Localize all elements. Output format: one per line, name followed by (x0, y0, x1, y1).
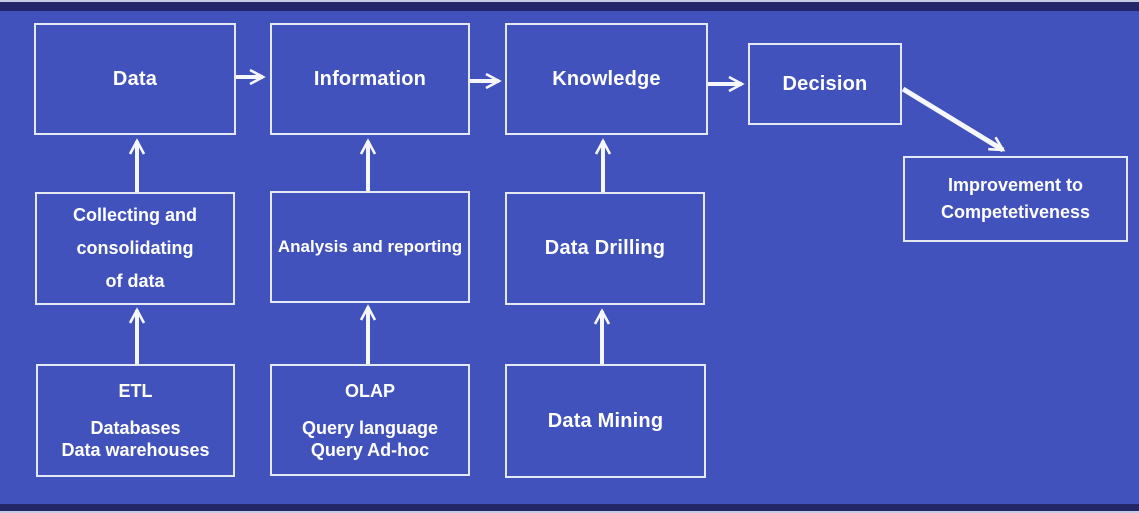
node-olap-line1: OLAP (344, 380, 395, 401)
node-etl-line1: ETL (118, 381, 153, 401)
node-information: Information (270, 23, 470, 135)
node-decision-label: Decision (782, 72, 868, 95)
node-improvement: Improvement to Competetiveness (903, 156, 1128, 242)
node-drilling: Data Drilling (505, 192, 705, 305)
node-data: Data (34, 23, 236, 135)
node-collecting-line2: consolidating (76, 238, 194, 258)
slide-top-edge-line (0, 0, 1139, 2)
node-olap: OLAP Query language Query Ad-hoc (270, 364, 470, 476)
slide-top-bar (0, 2, 1139, 11)
node-olap-line2: Query language (301, 417, 439, 438)
node-etl: ETL Databases Data warehouses (36, 364, 235, 477)
node-collecting: Collecting and consolidating of data (35, 192, 235, 305)
node-analysis-label: Analysis and reporting (277, 237, 463, 256)
node-data-label: Data (112, 67, 158, 90)
node-etl-line3: Data warehouses (61, 440, 210, 460)
node-collecting-line1: Collecting and (72, 205, 197, 225)
node-mining-label: Data Mining (547, 409, 664, 432)
node-olap-line3: Query Ad-hoc (310, 439, 430, 460)
node-mining: Data Mining (505, 364, 706, 478)
node-knowledge: Knowledge (505, 23, 708, 135)
node-knowledge-label: Knowledge (552, 67, 661, 90)
node-collecting-line3: of data (105, 271, 165, 291)
slide-bottom-bar (0, 504, 1139, 511)
node-improvement-line2: Competetiveness (940, 202, 1091, 222)
node-drilling-label: Data Drilling (544, 237, 666, 259)
node-improvement-line1: Improvement to (947, 175, 1084, 195)
slide-bottom-edge-line (0, 511, 1139, 513)
node-analysis: Analysis and reporting (270, 191, 470, 303)
arrow-decision-to-improvement (901, 86, 1006, 153)
node-decision: Decision (748, 43, 902, 125)
node-etl-line2: Databases (90, 418, 181, 438)
node-information-label: Information (313, 67, 427, 90)
